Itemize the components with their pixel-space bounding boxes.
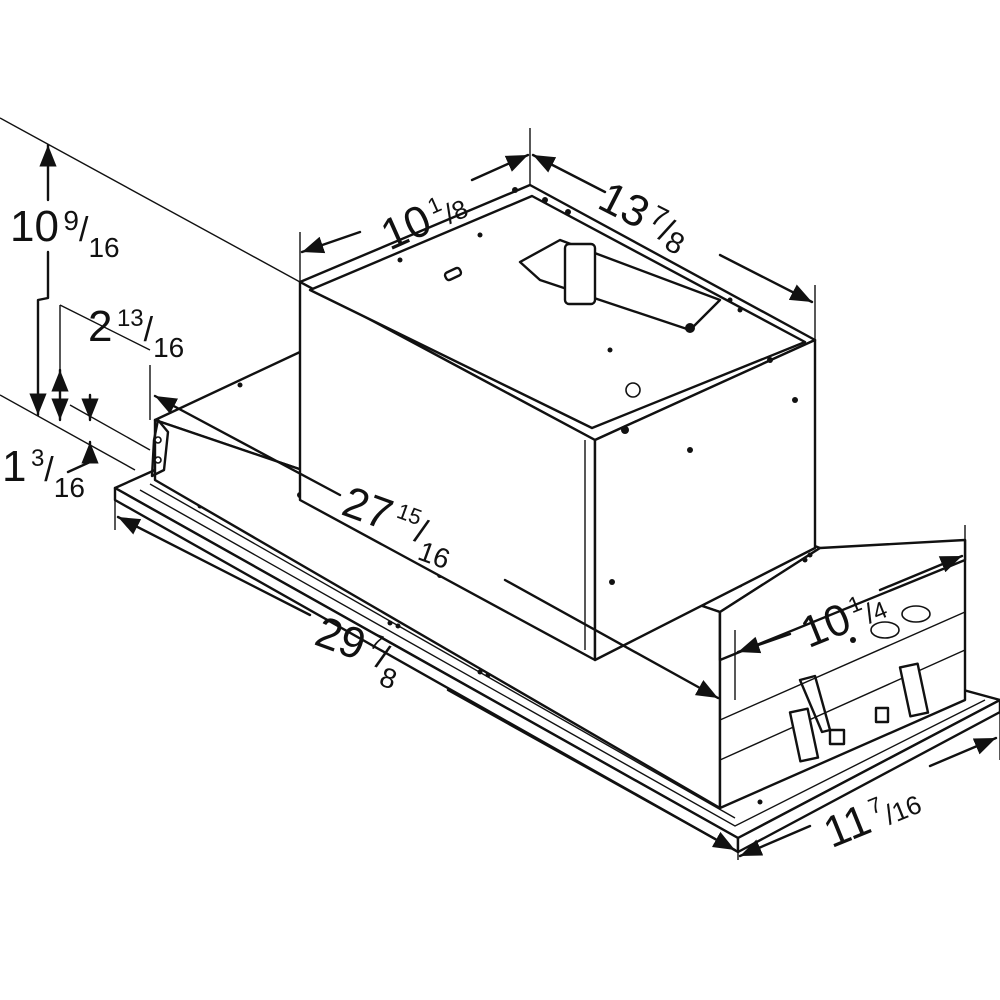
dim-whole: 10 bbox=[10, 202, 59, 251]
blower-housing bbox=[298, 183, 817, 662]
dim-overall-height: 10 9/16 bbox=[10, 202, 120, 262]
dim-slash: / bbox=[143, 311, 154, 349]
dim-slash: / bbox=[78, 211, 89, 249]
dim-denominator: 16 bbox=[153, 332, 185, 363]
dim-flange-height: 2 13/16 bbox=[88, 302, 184, 362]
dim-numerator: 13 bbox=[116, 305, 144, 332]
dim-numerator: 9 bbox=[63, 205, 79, 236]
dim-slash: / bbox=[44, 451, 54, 489]
dim-numerator: 3 bbox=[30, 445, 45, 472]
dim-whole: 2 bbox=[88, 302, 113, 351]
dim-liner-lip: 1 3/16 bbox=[2, 442, 85, 502]
dim-denominator: 16 bbox=[88, 232, 120, 263]
dim-denominator: 16 bbox=[53, 472, 85, 503]
dim-whole: 1 bbox=[2, 442, 27, 491]
dimension-lines bbox=[0, 117, 1000, 860]
